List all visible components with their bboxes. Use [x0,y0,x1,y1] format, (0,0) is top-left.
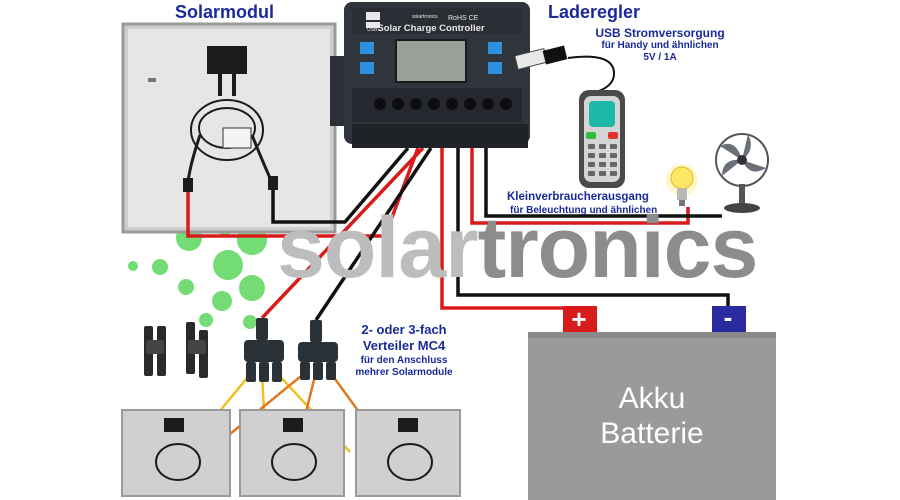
usb-plug-icon [514,45,616,93]
solarmodul-label: Solarmodul [175,2,275,22]
mobile-phone-icon [579,90,625,188]
splitter-wires [260,146,433,321]
solar-panel-icon [121,22,337,234]
mc4-title-2: Verteiler MC4 [362,338,446,353]
controller-title: Solar Charge Controller [377,23,484,34]
battery-label-line-2: Batterie [600,416,704,450]
usb-subtitle-2: 5V / 1A [643,52,677,63]
mc4-subtitle-2: mehrer Solarmodule [355,367,453,378]
small-solar-panel-icon [121,409,461,497]
solartronics-watermark: solartronics [277,205,758,291]
battery-plus-terminal: + [571,304,587,334]
light-bulb-icon [666,164,698,206]
controller-rohs: RoHS CE [448,15,479,22]
controller-brand: solartronics [412,14,438,20]
usb-title: USB Stromversorgung [595,26,725,40]
mc4-connector-icon [144,318,338,382]
fan-icon [715,133,769,213]
load-wires [470,148,722,225]
usb-subtitle-1: für Handy und ähnlichen [601,40,719,51]
battery-minus-terminal: - [723,302,733,332]
laderegler-label: Laderegler [548,2,641,22]
battery-label-line-1: Akku [618,382,686,415]
load-output-subtitle: für Beleuchtung und ähnlichen [510,205,658,216]
mc4-subtitle-1: für den Anschluss [360,355,448,366]
battery-label: Akku Batterie [528,382,776,451]
load-output-title: Kleinverbraucherausgang [507,191,649,203]
mc4-title-1: 2- oder 3-fach [361,322,447,337]
battery-icon [528,306,776,500]
charge-controller-icon: Solar Charge Controller solartronics RoH… [330,2,530,148]
watermark-light: solar [277,200,479,296]
controller-usb-label: USB [367,27,378,33]
watermark-dark: tronics [477,200,759,296]
